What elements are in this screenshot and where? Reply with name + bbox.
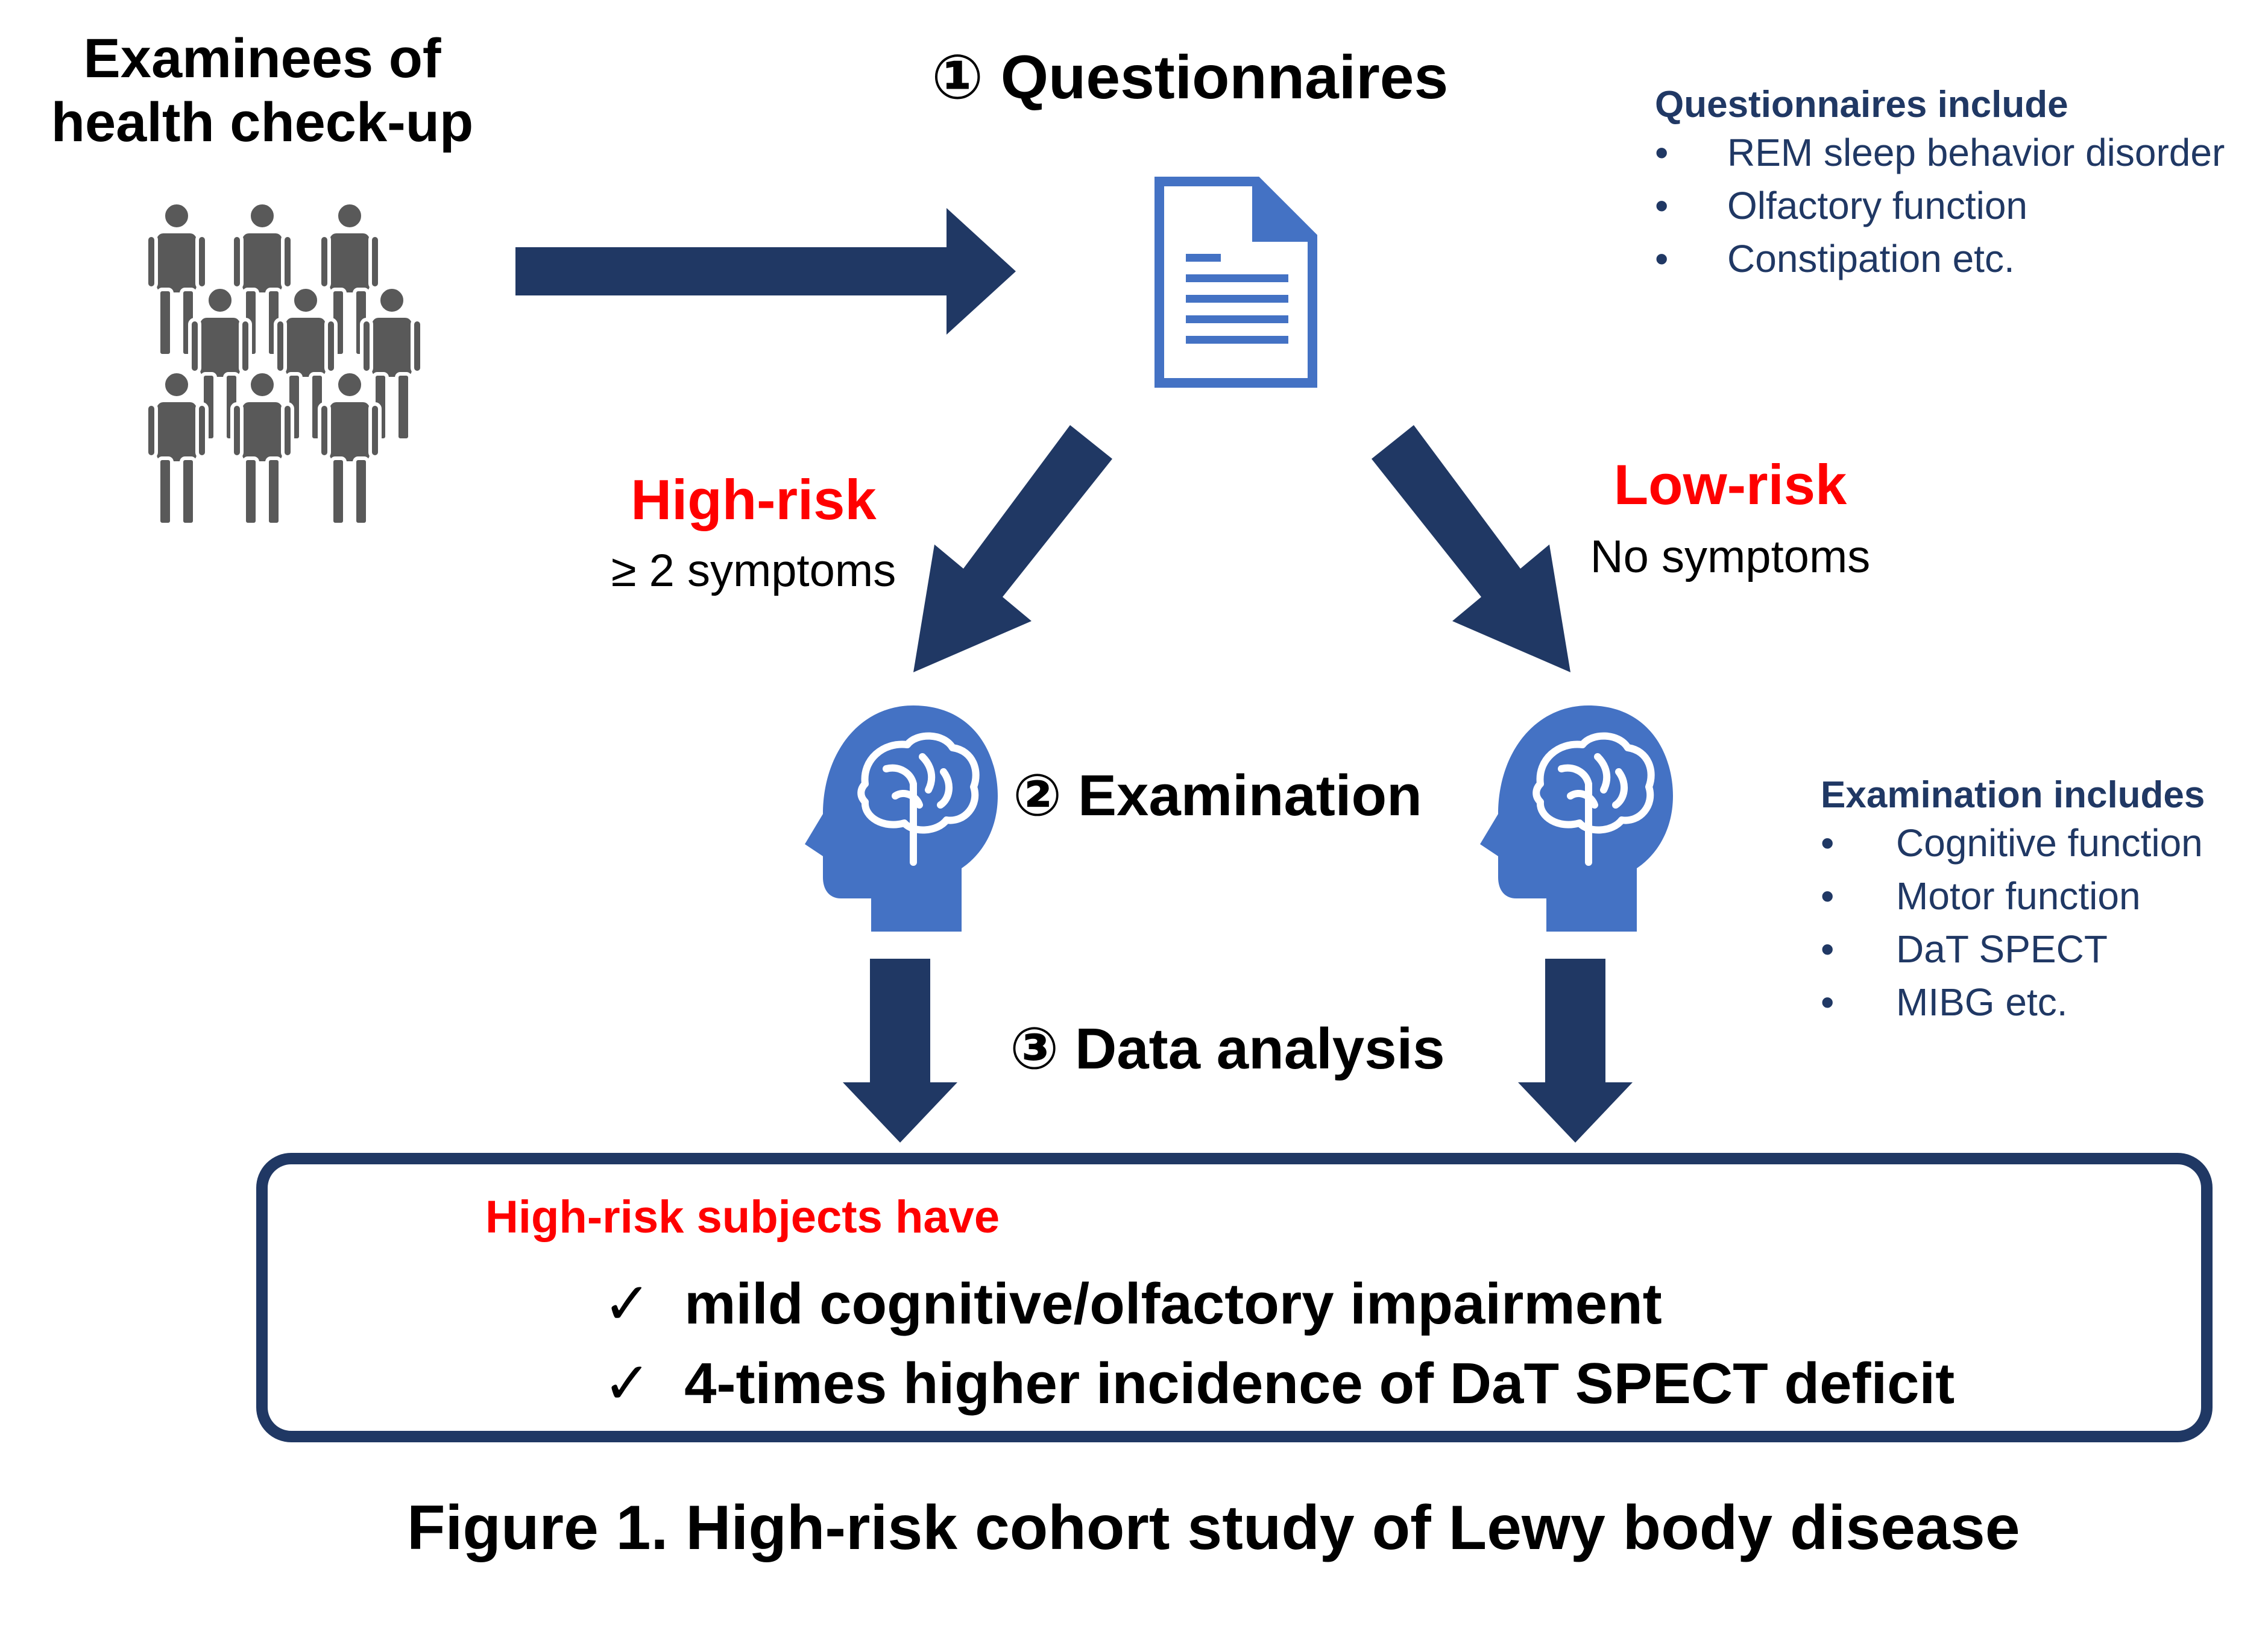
head-brain-icon <box>1480 705 1673 932</box>
examination-info: Examination includes •Cognitive function… <box>1821 774 2205 1029</box>
figure-caption: Figure 1. High-risk cohort study of Lewy… <box>407 1493 2020 1563</box>
low-risk-label: Low-risk <box>1613 453 1847 516</box>
step2-label: ② Examination <box>1013 763 1422 828</box>
examination-item: •DaT SPECT <box>1821 927 2108 971</box>
check-icon: ✓ <box>603 1351 652 1416</box>
high-risk-criterion: ≥ 2 symptoms <box>611 545 896 596</box>
examinees-title-line1: Examinees of <box>83 28 441 89</box>
results-box <box>256 1153 2213 1442</box>
examinees-title: Examinees of health check-up <box>24 27 500 155</box>
step3-label: ③ Data analysis <box>1010 1017 1445 1081</box>
questionnaires-info: Questionnaires include •REM sleep behavi… <box>1655 83 2225 285</box>
arrow-down-low-risk <box>1518 959 1633 1143</box>
examination-list: •Cognitive function •Motor function •DaT… <box>1821 816 2205 1029</box>
questionnaires-item: •Olfactory function <box>1655 184 2027 228</box>
document-icon <box>1154 177 1317 388</box>
head-brain-icon <box>805 705 998 932</box>
questionnaires-item: •Constipation etc. <box>1655 237 2015 281</box>
step1-label: ① Questionnaires <box>931 43 1449 112</box>
arrow-to-low-risk <box>1372 425 1570 672</box>
arrow-down-high-risk <box>843 959 957 1143</box>
results-heading: High-risk subjects have <box>485 1191 1000 1243</box>
arrow-right-to-questionnaires <box>515 208 1016 335</box>
people-group-icon <box>136 181 449 519</box>
examination-item: •Motor function <box>1821 874 2141 918</box>
results-item: ✓ 4-times higher incidence of DaT SPECT … <box>603 1351 1955 1416</box>
arrow-to-high-risk <box>913 425 1112 672</box>
results-item: ✓ mild cognitive/olfactory impairment <box>603 1272 1662 1336</box>
questionnaires-heading: Questionnaires include <box>1655 84 2068 125</box>
examinees-title-line2: health check-up <box>51 91 474 153</box>
questionnaires-list: •REM sleep behavior disorder •Olfactory … <box>1655 126 2225 285</box>
check-icon: ✓ <box>603 1272 652 1336</box>
examination-heading: Examination includes <box>1821 774 2205 816</box>
high-risk-label: High-risk <box>631 468 877 531</box>
questionnaires-item: •REM sleep behavior disorder <box>1655 131 2225 175</box>
examination-item: •Cognitive function <box>1821 821 2203 865</box>
low-risk-criterion: No symptoms <box>1590 531 1871 582</box>
examination-item: •MIBG etc. <box>1821 980 2068 1024</box>
